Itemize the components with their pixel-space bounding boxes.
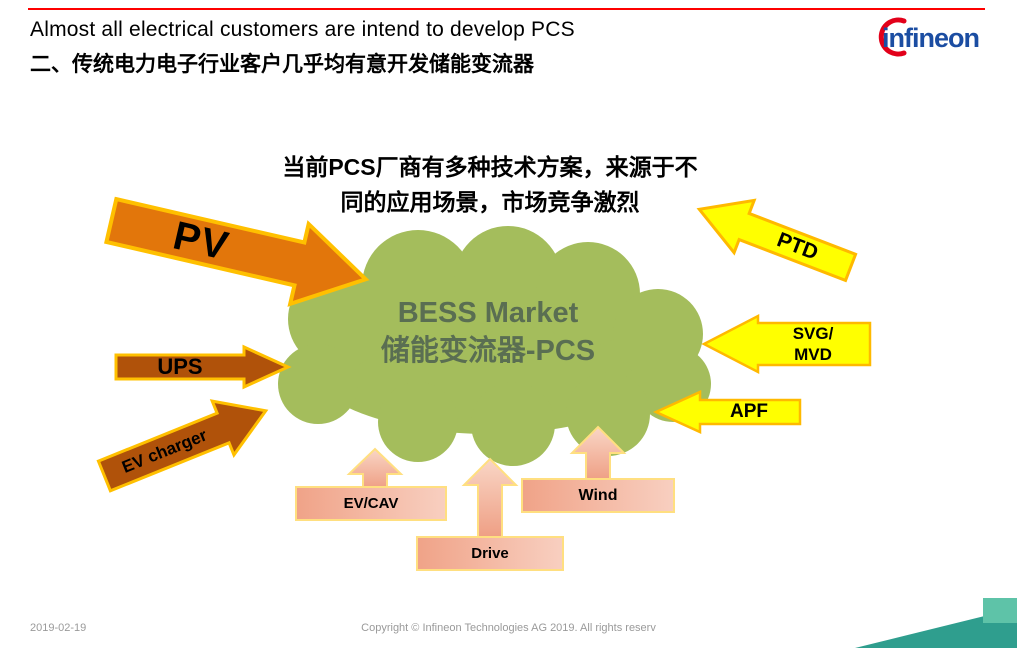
arrow-drive-stem [461, 457, 519, 542]
top-red-divider [28, 8, 985, 10]
source-ev-cav: EV/CAV [295, 486, 447, 521]
logo-swoosh-icon [878, 17, 907, 57]
cloud-line-2: 储能变流器-PCS [380, 335, 596, 368]
intro-line-1: 当前PCS厂商有多种技术方案，来源于不 [282, 154, 698, 180]
slide-title-chinese: 二、传统电力电子行业客户几乎均有意开发储能变流器 [30, 53, 534, 76]
arrow-ev-charger: EV charger [90, 379, 282, 508]
bess-cloud-shape [258, 224, 720, 466]
cloud-line-1: BESS Market [397, 297, 579, 329]
footer-date: 2019-02-19 [30, 622, 87, 634]
arrow-ups-label: UPS [157, 354, 203, 379]
infineon-logo: infineon [870, 14, 1002, 62]
footer-copyright: Copyright © Infineon Technologies AG 201… [361, 622, 656, 634]
source-drive: Drive [416, 536, 564, 571]
arrow-svg-mvd-label: SVG/ MVD [760, 314, 866, 374]
arrow-apf: APF [652, 389, 802, 434]
arrow-pv: PV [98, 174, 380, 326]
logo-wordmark: infineon [882, 23, 979, 53]
arrow-wind-stem [569, 425, 627, 484]
arrow-svg-mvd-line2: MVD [794, 345, 832, 364]
intro-line-2: 同的应用场景，市场竞争激烈 [340, 188, 640, 215]
arrow-ev-charger-label: EV charger [119, 425, 210, 477]
cloud-caption: BESS Market 储能变流器-PCS [288, 294, 688, 371]
arrow-svg-mvd: SVG/ MVD [700, 313, 872, 375]
arrow-ups: UPS [114, 344, 292, 390]
intro-text: 当前PCS厂商有多种技术方案，来源于不 同的应用场景，市场竞争激烈 [198, 150, 782, 219]
slide-title-english: Almost all electrical customers are inte… [30, 18, 575, 41]
arrow-svg-mvd-line1: SVG/ [792, 323, 834, 343]
arrow-apf-label: APF [730, 400, 768, 422]
arrow-ptd: PTD [684, 178, 864, 298]
arrow-ptd-label: PTD [773, 228, 822, 265]
corner-decoration [855, 596, 1017, 648]
source-wind: Wind [521, 478, 675, 513]
